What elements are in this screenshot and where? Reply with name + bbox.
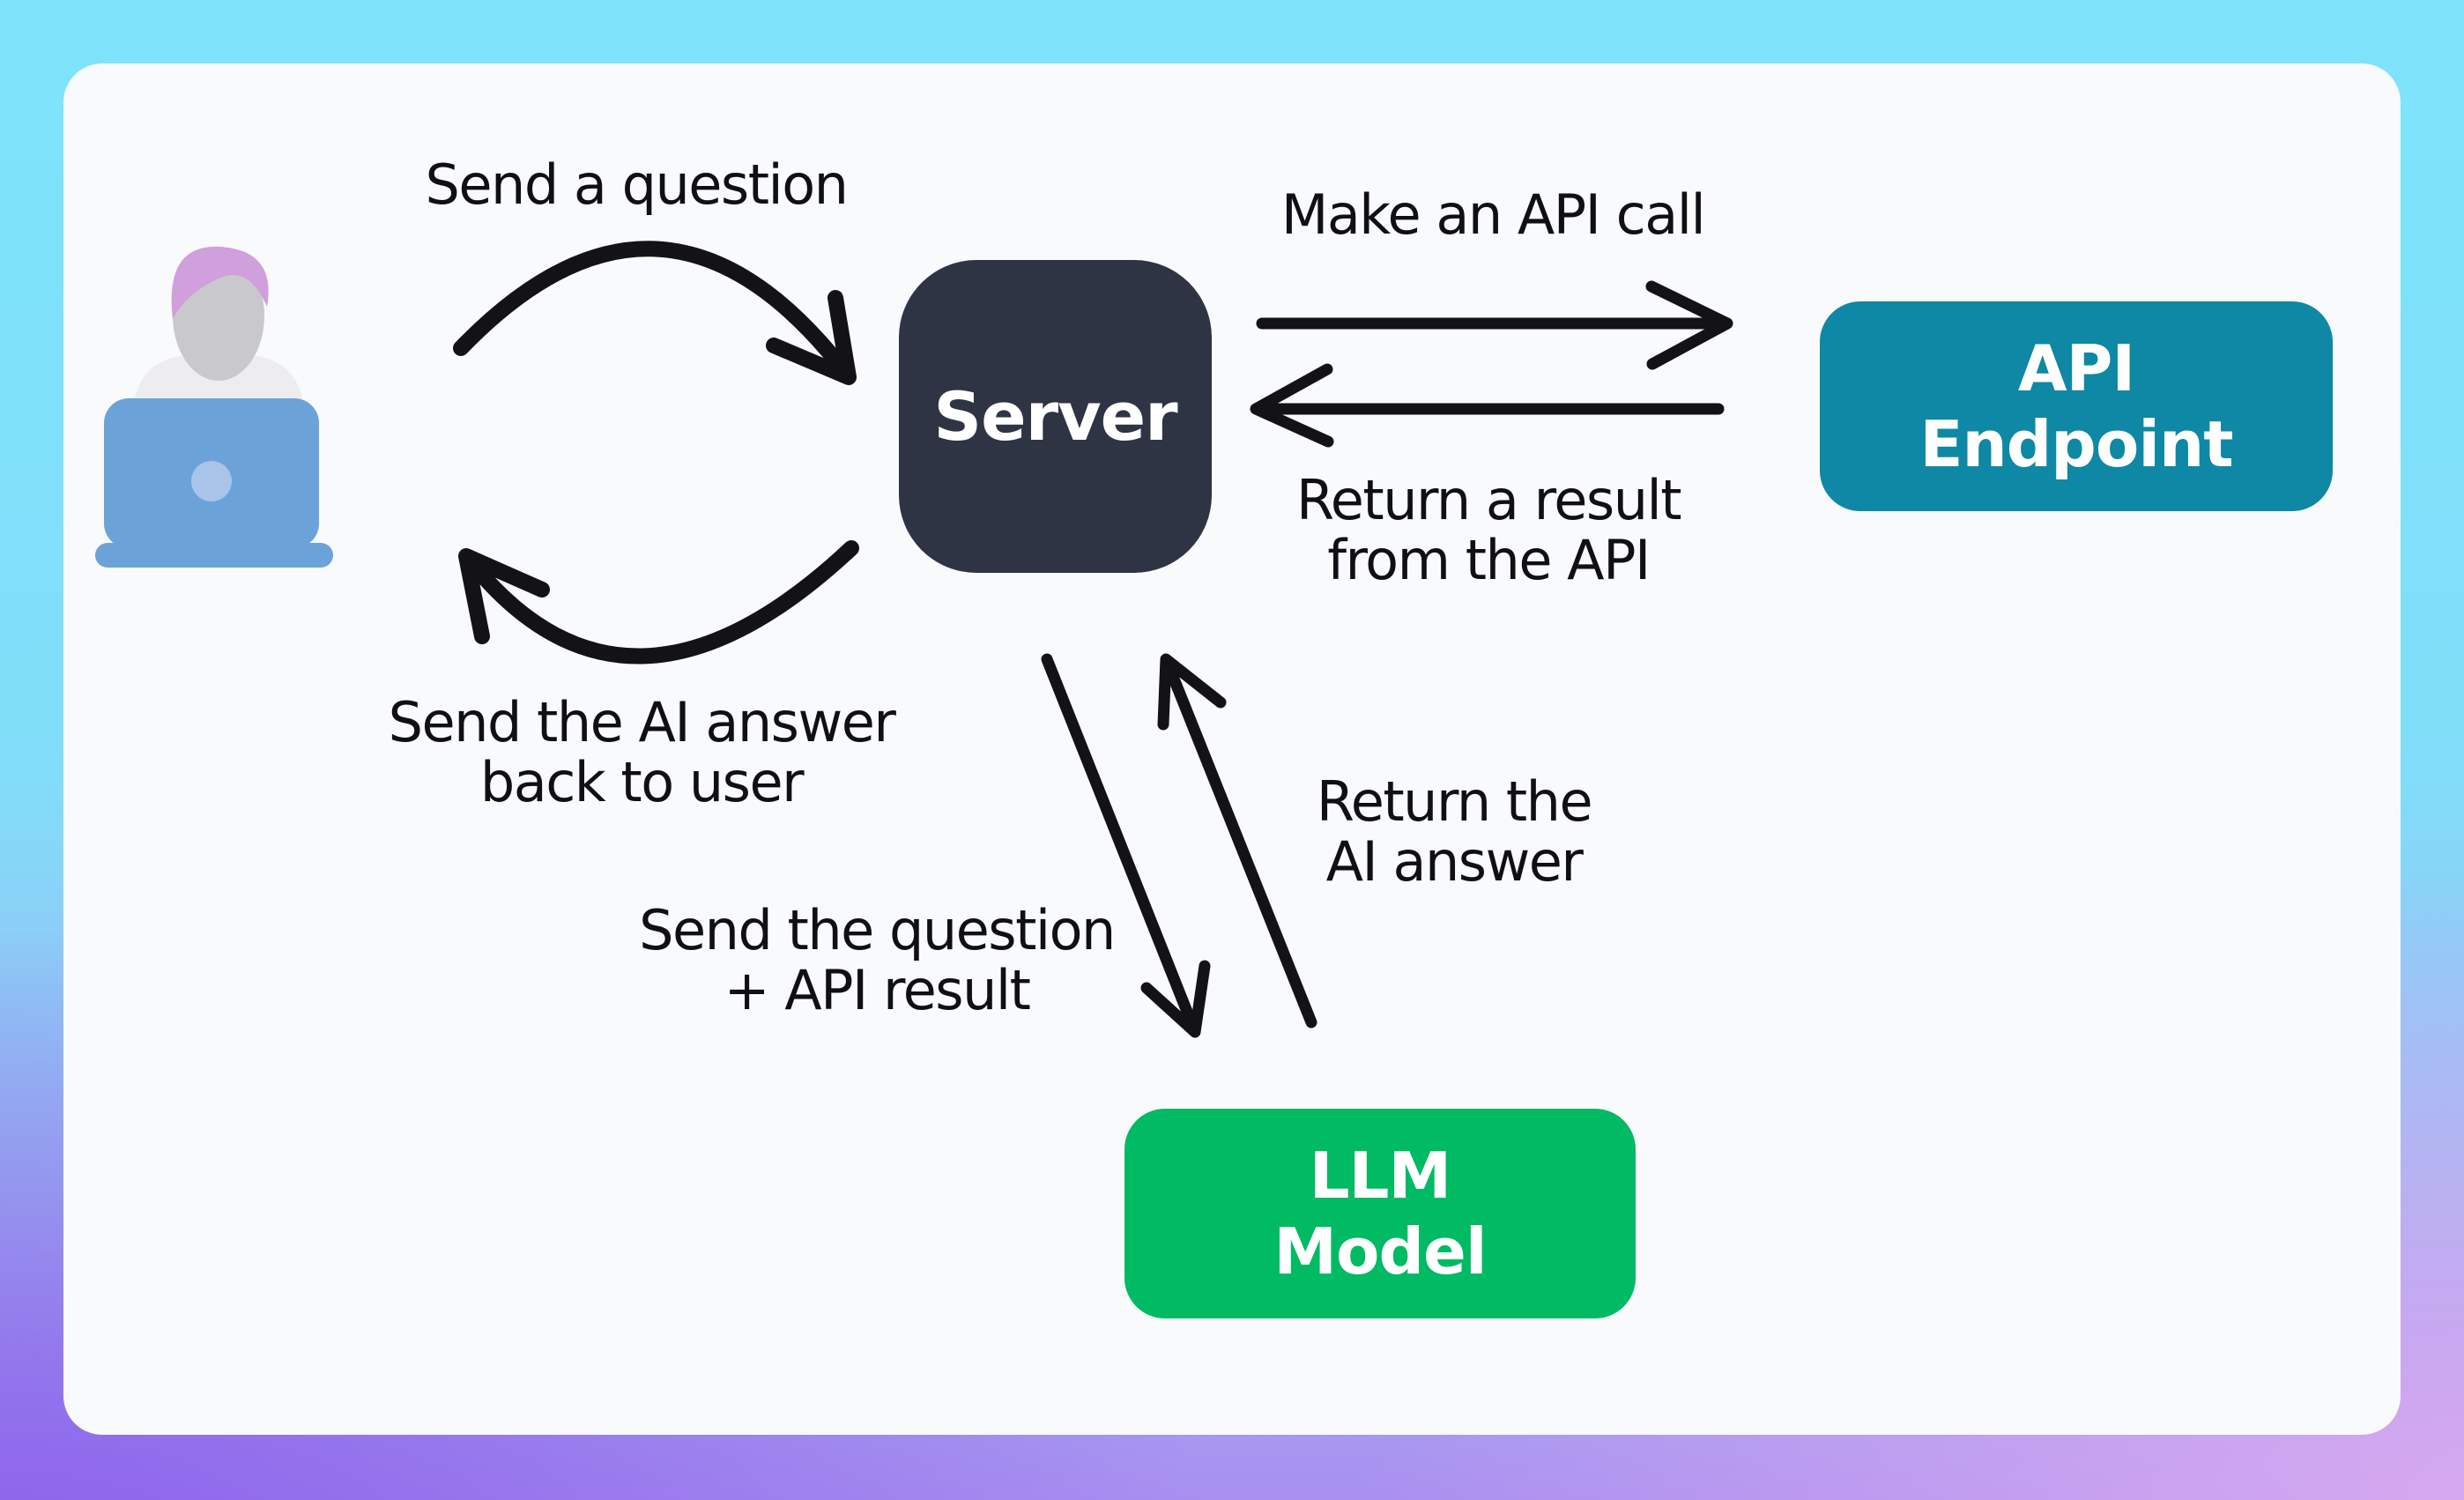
edge-label-make-an-api-call: Make an API call: [1280, 182, 1706, 247]
llm-model-node: LLM Model: [1124, 1109, 1636, 1318]
arrow-server-to-llm: [1041, 653, 1211, 1038]
edge-label-return-ai-answer: Return the AI answer: [1316, 769, 1593, 894]
user-hair-shape: [171, 246, 269, 319]
user-at-laptop-icon: [95, 246, 333, 568]
arrow-server-to-api: [1256, 280, 1733, 370]
edge-label-return-a-result: Return a result from the API: [1295, 468, 1682, 592]
edge-label-send-a-question: Send a question: [425, 152, 849, 217]
arrow-server-to-user: [458, 540, 859, 665]
edge-label-send-question-api-result: Send the question + API result: [639, 898, 1116, 1022]
laptop-base-shape: [95, 543, 333, 568]
server-node: Server: [899, 260, 1212, 573]
edge-label-send-answer-back: Send the AI answer back to user: [388, 690, 896, 814]
api-endpoint-node: API Endpoint: [1820, 301, 2333, 511]
arrow-llm-to-server: [1157, 653, 1317, 1028]
laptop-logo-shape: [191, 461, 232, 501]
arrow-api-to-server: [1250, 363, 1725, 448]
arrow-user-to-server: [453, 241, 857, 385]
